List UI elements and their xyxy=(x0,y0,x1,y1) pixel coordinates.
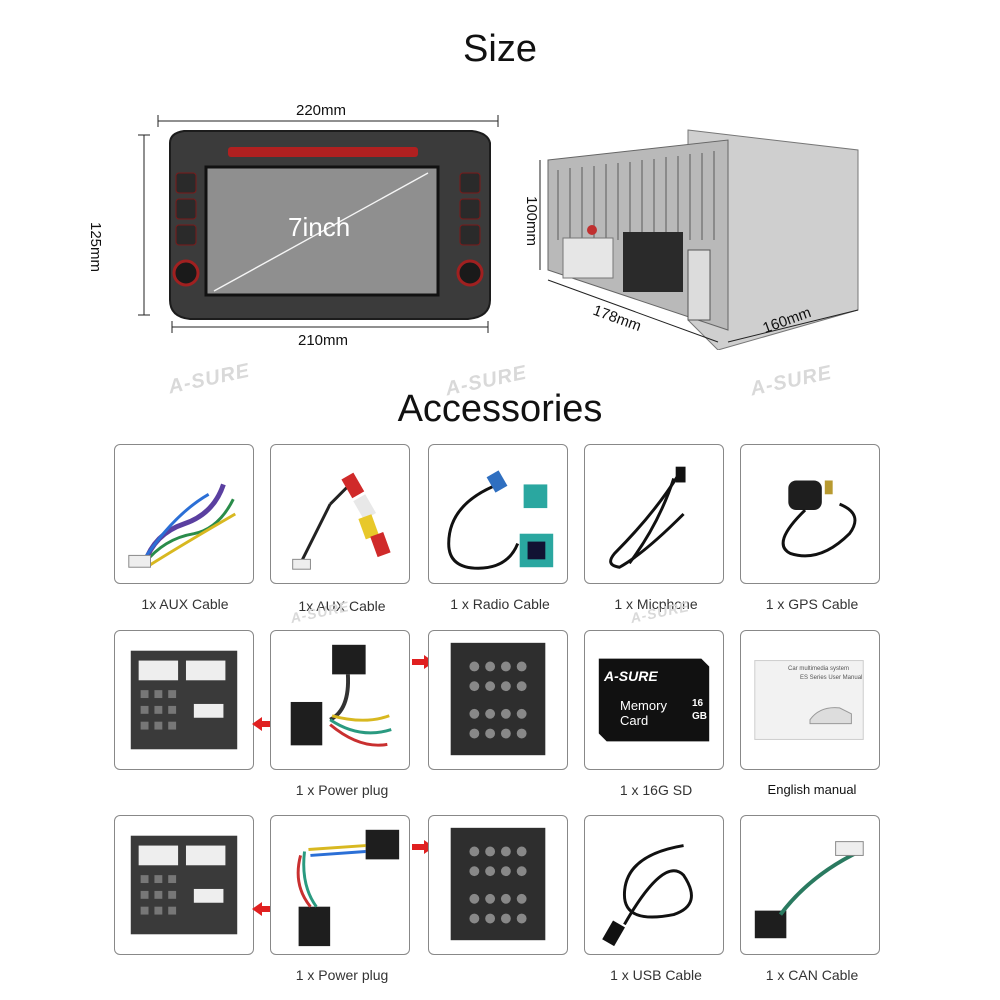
front-width-bottom-label: 210mm xyxy=(298,332,349,349)
sd-card-image xyxy=(584,630,724,770)
power-plug-2-caption: 1 x Power plug xyxy=(295,967,389,983)
accessories-title: Accessories xyxy=(397,388,603,430)
usb-cable-caption: 1 x USB Cable xyxy=(610,967,702,983)
power-plug-1-caption: 1 x Power plug xyxy=(295,782,389,798)
radio-cable-caption: 1 x Radio Cable xyxy=(450,596,550,612)
sd-card-capacity: 16 xyxy=(692,698,704,709)
rear-unit-image xyxy=(539,129,859,351)
sd-card-brand: A-SURE xyxy=(604,668,658,684)
sd-card-unit: GB xyxy=(692,711,707,722)
can-cable-caption: 1 x CAN Cable xyxy=(765,967,859,983)
rear-height-label: 100mm xyxy=(523,196,540,247)
aux-cable-1-caption: 1x AUX Cable xyxy=(141,596,229,612)
gps-cable-image xyxy=(740,444,880,584)
radio-cable-image xyxy=(428,444,568,584)
screen-size-label: 7inch xyxy=(288,212,351,242)
aux-cable-1-image xyxy=(114,444,254,584)
english-manual-caption: English manual xyxy=(767,782,857,797)
microphone-image xyxy=(584,444,724,584)
sd-card-line2: Card xyxy=(620,713,649,728)
front-width-top-label: 220mm xyxy=(296,102,347,119)
front-unit-figure xyxy=(128,95,518,355)
usb-cable-image xyxy=(584,815,724,955)
power-plug-1-harness-image xyxy=(270,630,410,770)
size-title: Size xyxy=(463,28,537,70)
sd-card-line1: Memory xyxy=(620,698,667,713)
power-plug-1-male-image xyxy=(428,630,568,770)
power-plug-2-harness-image xyxy=(270,815,410,955)
aux-cable-2-caption: 1x AUX Cable xyxy=(298,598,386,614)
microphone-caption: 1 x Micphone xyxy=(614,596,698,612)
power-plug-2-female-image xyxy=(114,815,254,955)
power-plug-2-male-image xyxy=(428,815,568,955)
arrow-left-icon xyxy=(252,717,274,731)
sd-card-caption: 1 x 16G SD xyxy=(619,782,693,798)
power-plug-1-female-image xyxy=(114,630,254,770)
rear-unit-figure xyxy=(528,120,878,351)
can-cable-image xyxy=(740,815,880,955)
arrow-left-icon xyxy=(252,902,274,916)
front-unit-image xyxy=(138,115,499,333)
front-height-label: 125mm xyxy=(87,222,104,273)
gps-cable-caption: 1 x GPS Cable xyxy=(765,596,859,612)
manual-line1: Car multimedia system xyxy=(788,666,850,672)
manual-line2: ES Series User Manual xyxy=(800,675,863,681)
aux-cable-2-image xyxy=(270,444,410,584)
english-manual-image xyxy=(740,630,880,770)
